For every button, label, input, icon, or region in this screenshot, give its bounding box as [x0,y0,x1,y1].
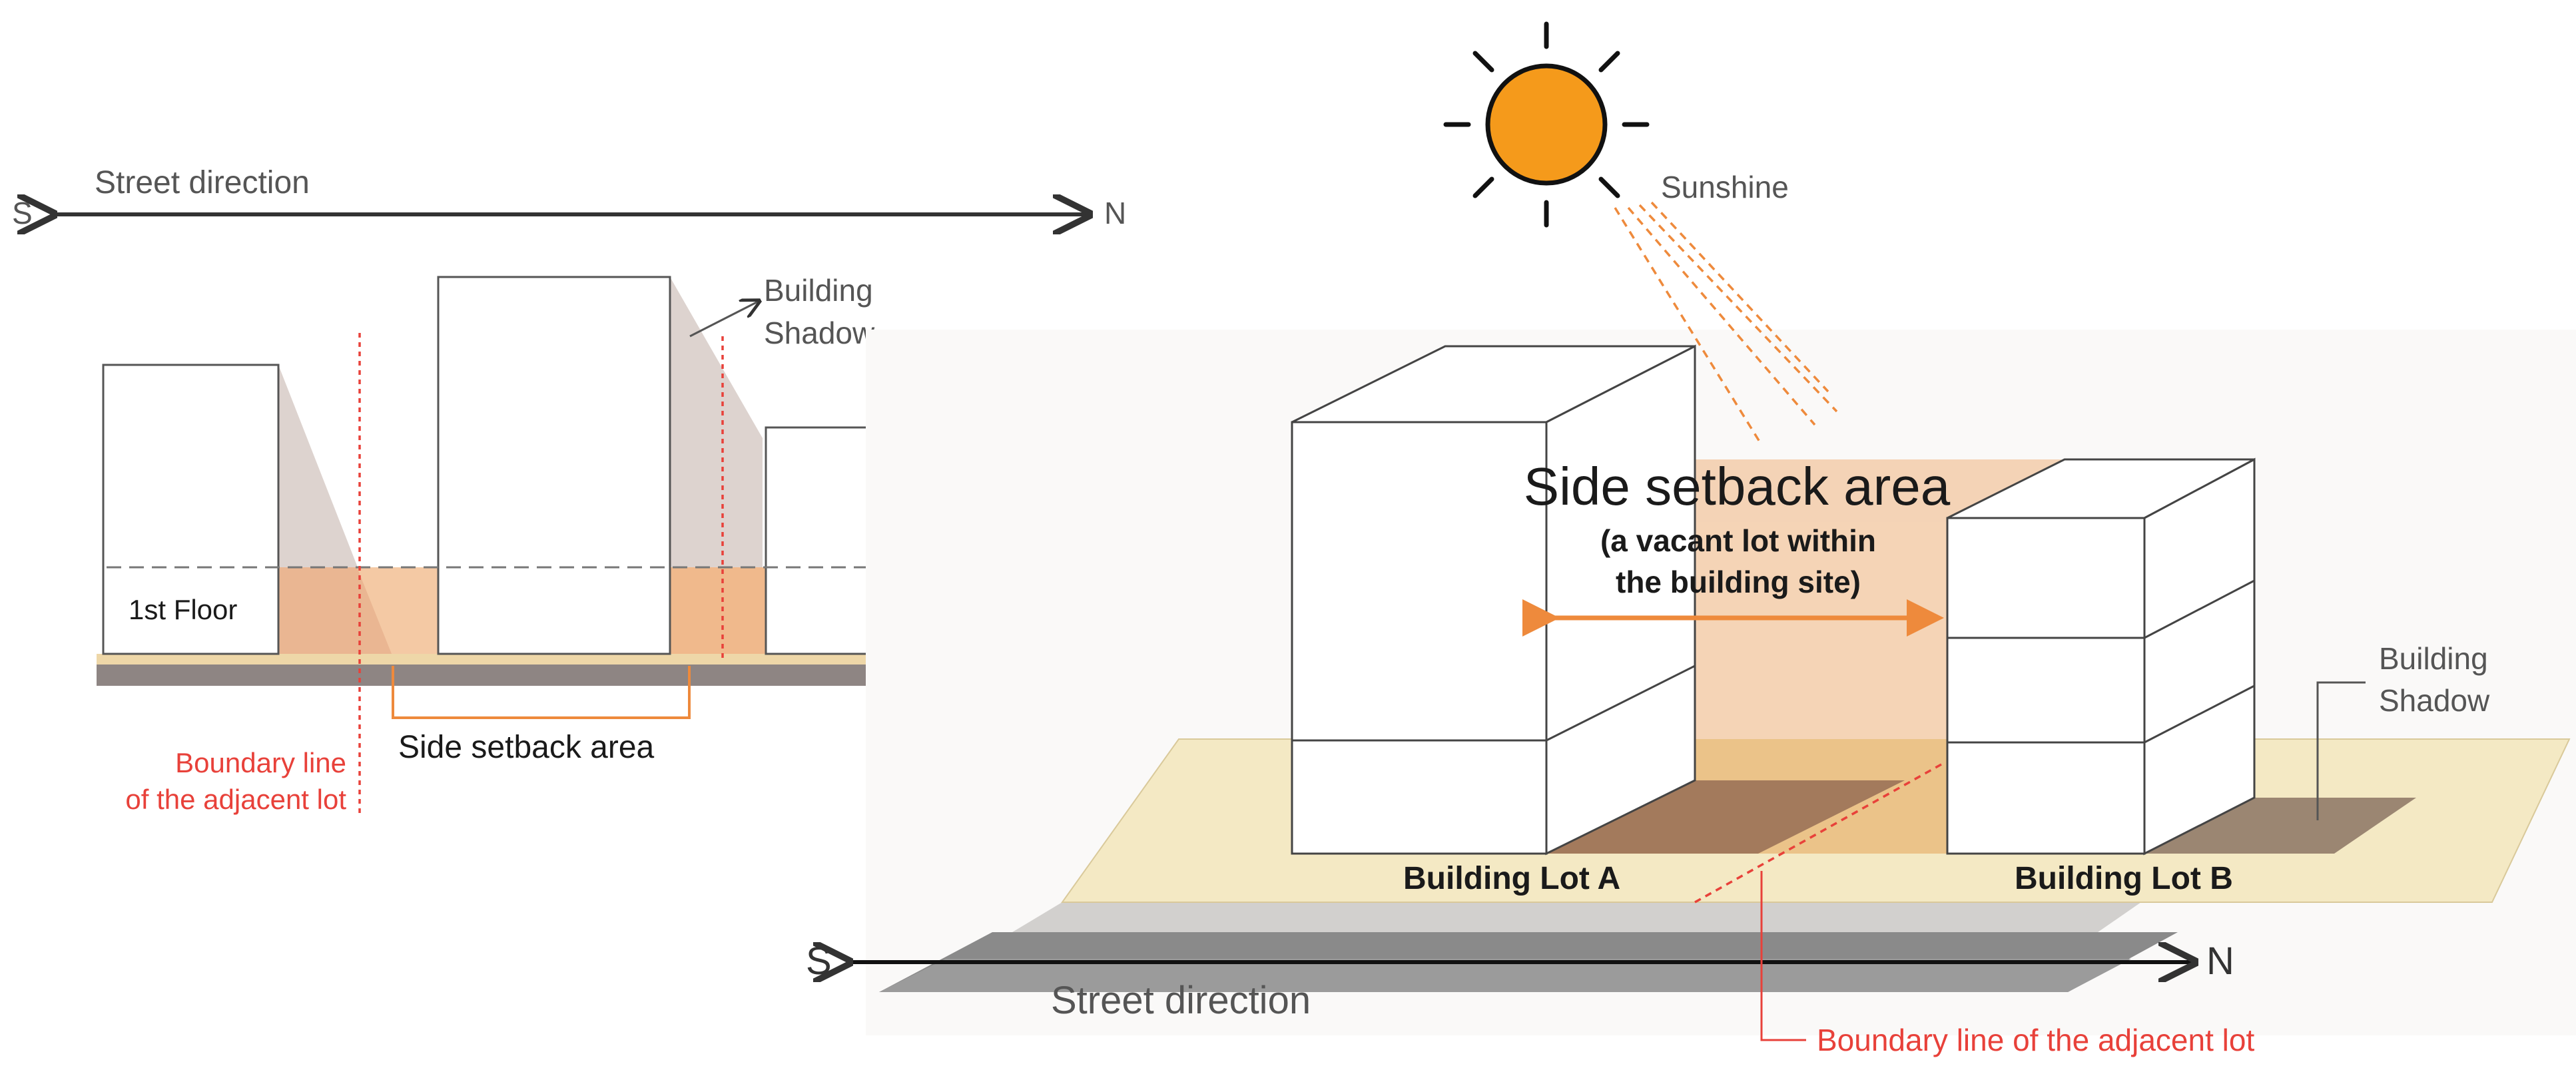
right-building-shadow-label-2: Shadow [2379,683,2490,718]
left-building-2 [437,276,671,655]
setback-area-title: Side setback area [1524,457,1951,516]
building-b [1946,457,2256,856]
right-south-label: S [806,939,832,983]
right-shadow-callout-line [2316,681,2366,820]
left-north-label: N [1104,196,1126,230]
left-setback-zone-2 [670,567,767,654]
lot-a-label: Building Lot A [1403,861,1620,896]
left-ground-surface [97,654,1056,665]
setback-area-subtitle-1: (a vacant lot within [1600,523,1876,558]
left-boundary-label-2: of the adjacent lot [125,784,346,815]
right-north-label: N [2206,939,2234,983]
right-building-shadow-label-1: Building [2379,641,2488,676]
first-floor-label: 1st Floor [129,594,237,625]
shadow-building-2 [670,277,763,654]
left-south-label: S [12,196,33,230]
right-boundary-callout-line [1760,871,1806,1041]
right-isometric-diagram: Sunshine [806,21,2576,1057]
shadow-lot-a [1546,780,1905,854]
building-a [1291,344,1696,856]
sun-rays [1614,201,1838,445]
right-boundary-label: Boundary line of the adjacent lot [1817,1023,2254,1057]
left-shadow-overlap-1 [278,567,392,654]
sunshine-label: Sunshine [1661,170,1789,204]
left-boundary-label-1: Boundary line [175,747,346,778]
lot-b-label: Building Lot B [2015,861,2233,896]
left-building-1 [102,364,280,655]
setback-area-subtitle-2: the building site) [1616,565,1861,599]
left-street-direction-label: Street direction [95,165,310,200]
sun-icon [1443,21,1650,228]
left-building-shadow-label-2: Shadow [764,316,875,350]
road-light-band [1012,902,2141,932]
left-setback-bracket [392,666,691,719]
left-shadow-callout-line [689,301,759,338]
right-street-direction-label: Street direction [1051,979,1311,1022]
left-side-setback-label: Side setback area [398,730,655,765]
left-building-shadow-label-1: Building [764,273,873,308]
